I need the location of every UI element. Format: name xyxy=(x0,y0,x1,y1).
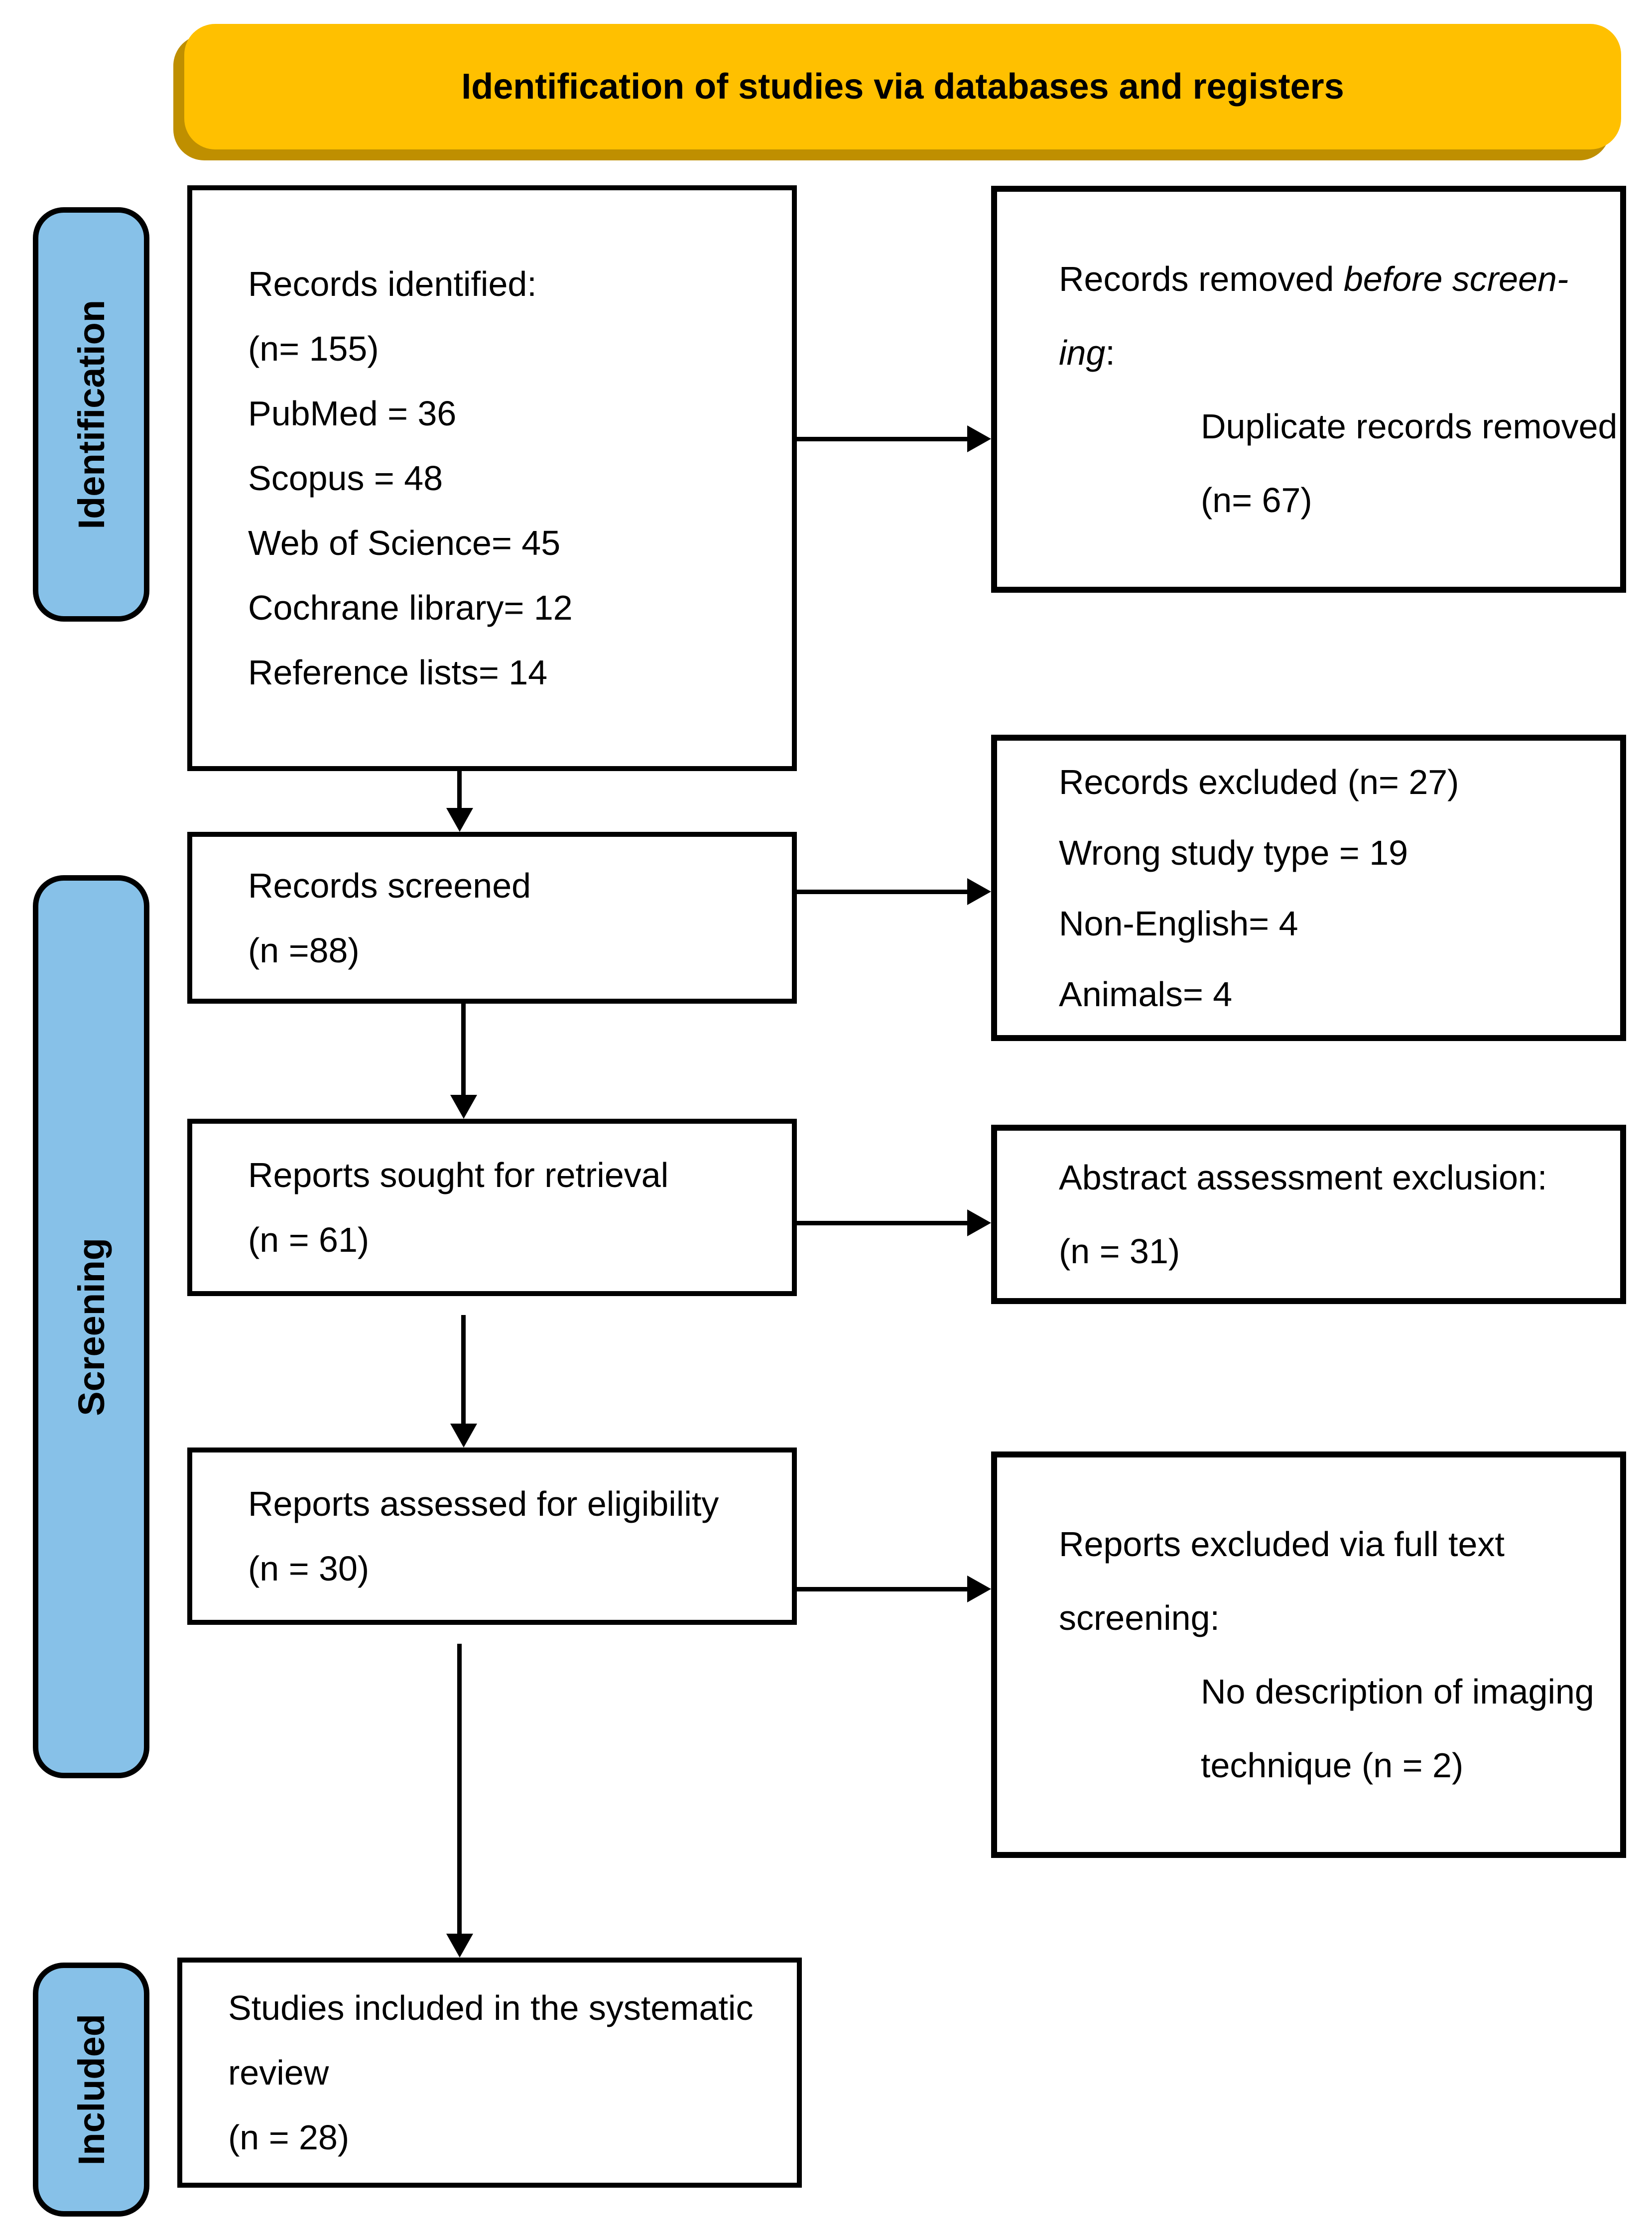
records-excluded-non-english: Non-English= 4 xyxy=(1059,904,1298,943)
records-removed-line2: ing: xyxy=(1059,333,1115,372)
reports-assessed-n: (n = 30) xyxy=(248,1549,370,1588)
records-identified-pubmed: PubMed = 36 xyxy=(248,394,457,433)
arrow-shaft xyxy=(797,890,969,894)
arrow-head-icon xyxy=(446,808,473,832)
stage-included: Included xyxy=(33,1963,149,2217)
records-identified-n: (n= 155) xyxy=(248,329,379,368)
stage-screening-label: Screening xyxy=(70,1237,112,1416)
stage-screening: Screening xyxy=(33,875,149,1778)
box-records-screened: Records screened (n =88) xyxy=(187,832,797,1004)
abstract-exclusion-title: Abstract assessment exclusion: xyxy=(1059,1158,1547,1197)
arrow-head-icon xyxy=(450,1424,477,1448)
records-removed-line1: Records removed before screen- xyxy=(1059,259,1569,298)
records-screened-n: (n =88) xyxy=(248,930,360,970)
records-identified-title: Records identified: xyxy=(248,264,537,303)
arrow-shaft xyxy=(457,771,462,810)
arrow-shaft xyxy=(797,1587,969,1591)
reports-assessed-title: Reports assessed for eligibility xyxy=(248,1484,719,1523)
fulltext-excluded-title-1: Reports excluded via full text xyxy=(1059,1525,1505,1564)
records-identified-reference-lists: Reference lists= 14 xyxy=(248,653,548,692)
box-records-removed-before-screening: Records removed before screen- ing: Dupl… xyxy=(991,186,1626,593)
banner-identification-via-databases: Identification of studies via databases … xyxy=(184,24,1621,149)
records-identified-wos: Web of Science= 45 xyxy=(248,524,561,562)
studies-included-n: (n = 28) xyxy=(228,2118,350,2157)
abstract-exclusion-n: (n = 31) xyxy=(1059,1232,1180,1271)
duplicates-removed: Duplicate records removed xyxy=(1201,406,1618,446)
arrow-head-icon xyxy=(967,878,991,905)
box-records-excluded: Records excluded (n= 27) Wrong study typ… xyxy=(991,735,1626,1041)
box-fulltext-excluded: Reports excluded via full text screening… xyxy=(991,1451,1626,1858)
records-excluded-title: Records excluded (n= 27) xyxy=(1059,762,1459,801)
banner-title: Identification of studies via databases … xyxy=(461,67,1344,107)
records-identified-scopus: Scopus = 48 xyxy=(248,459,443,498)
reports-sought-n: (n = 61) xyxy=(248,1220,370,1259)
fulltext-excluded-reason-1: No description of imaging xyxy=(1201,1672,1594,1711)
stage-included-label: Included xyxy=(70,2013,112,2166)
arrow-shaft xyxy=(461,1004,466,1096)
reports-sought-title: Reports sought for retrieval xyxy=(248,1156,669,1194)
duplicates-removed-n: (n= 67) xyxy=(1201,480,1312,520)
records-identified-cochrane: Cochrane library= 12 xyxy=(248,588,573,627)
stage-identification: Identification xyxy=(33,207,149,622)
stage-identification-label: Identification xyxy=(70,299,112,529)
arrow-head-icon xyxy=(967,1209,991,1236)
records-excluded-wrong-type: Wrong study type = 19 xyxy=(1059,833,1408,872)
arrow-head-icon xyxy=(967,425,991,452)
records-screened-title: Records screened xyxy=(248,866,531,905)
arrow-shaft xyxy=(457,1644,462,1935)
arrow-shaft xyxy=(797,437,969,441)
arrow-head-icon xyxy=(967,1576,991,1602)
box-studies-included: Studies included in the systematic revie… xyxy=(177,1958,802,2188)
arrow-head-icon xyxy=(446,1934,473,1958)
box-abstract-exclusion: Abstract assessment exclusion: (n = 31) xyxy=(991,1125,1626,1304)
box-reports-sought: Reports sought for retrieval (n = 61) xyxy=(187,1119,797,1296)
arrow-shaft xyxy=(797,1221,969,1225)
arrow-shaft xyxy=(461,1315,466,1425)
records-excluded-animals: Animals= 4 xyxy=(1059,974,1233,1014)
box-records-identified: Records identified: (n= 155) PubMed = 36… xyxy=(187,185,797,771)
fulltext-excluded-reason-2: technique (n = 2) xyxy=(1201,1746,1464,1785)
box-reports-assessed: Reports assessed for eligibility (n = 30… xyxy=(187,1448,797,1625)
arrow-head-icon xyxy=(450,1095,477,1119)
studies-included-title-1: Studies included in the systematic xyxy=(228,1988,754,2027)
fulltext-excluded-title-2: screening: xyxy=(1059,1598,1220,1637)
studies-included-title-2: review xyxy=(228,2053,329,2092)
